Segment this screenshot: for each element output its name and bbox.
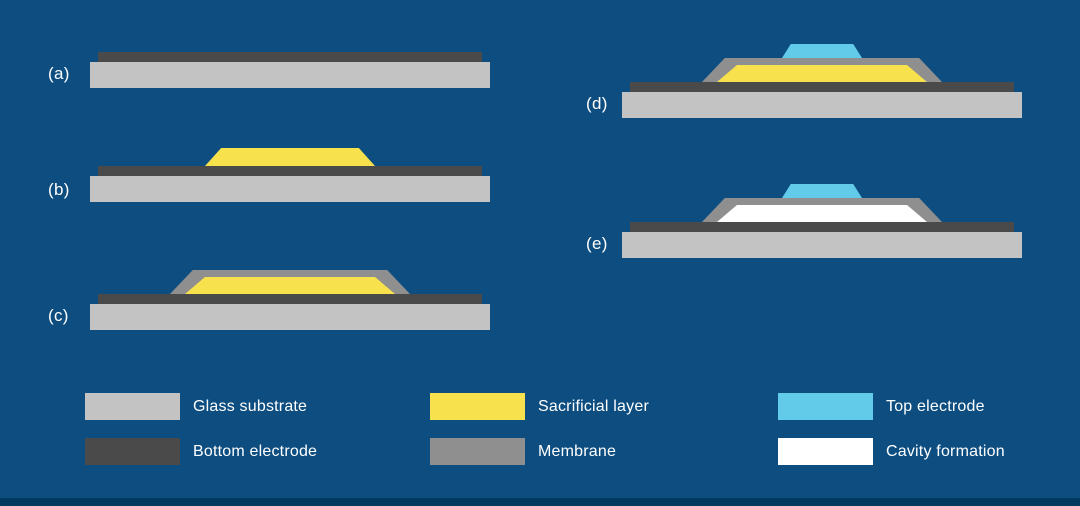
top-electrode-layer [782, 184, 862, 198]
step-e-diagram [622, 184, 1022, 258]
step-a-diagram [90, 52, 490, 88]
top-electrode-layer [782, 44, 862, 58]
legend-item-glass-substrate: Glass substrate [85, 393, 307, 420]
step-d-diagram [622, 44, 1022, 118]
sacrificial-layer [205, 148, 375, 166]
glass-substrate-layer [622, 92, 1022, 118]
legend-item-membrane: Membrane [430, 438, 616, 465]
legend-label-cavity-formation: Cavity formation [886, 442, 1005, 460]
legend-swatch-cavity-formation [778, 438, 873, 465]
glass-substrate-layer [622, 232, 1022, 258]
legend-label-bottom-electrode: Bottom electrode [193, 442, 318, 460]
glass-substrate-layer [90, 62, 490, 88]
legend-item-cavity-formation: Cavity formation [778, 438, 1005, 465]
legend-item-top-electrode: Top electrode [778, 393, 985, 420]
legend-label-membrane: Membrane [538, 442, 617, 460]
sacrificial-layer [717, 65, 927, 82]
bottom-border-strip [0, 498, 1080, 506]
legend-swatch-top-electrode [778, 393, 873, 420]
legend-swatch-glass-substrate [85, 393, 180, 420]
legend-label-sacrificial-layer: Sacrificial layer [538, 397, 649, 415]
legend-label-glass-substrate: Glass substrate [193, 397, 308, 415]
bottom-electrode-layer [630, 222, 1014, 232]
legend-swatch-sacrificial-layer [430, 393, 525, 420]
legend-swatch-membrane [430, 438, 525, 465]
glass-substrate-layer [90, 304, 490, 330]
legend-item-bottom-electrode: Bottom electrode [85, 438, 317, 465]
glass-substrate-layer [90, 176, 490, 202]
bottom-electrode-layer [98, 52, 482, 62]
step-b-diagram [90, 148, 490, 202]
step-label-d: (d) [586, 94, 608, 113]
cavity-layer [717, 205, 927, 222]
step-c-diagram [90, 270, 490, 330]
step-label-a: (a) [48, 64, 70, 83]
legend-swatch-bottom-electrode [85, 438, 180, 465]
bottom-electrode-layer [630, 82, 1014, 92]
bottom-electrode-layer [98, 294, 482, 304]
legend-label-top-electrode: Top electrode [886, 397, 985, 415]
step-label-c: (c) [48, 306, 69, 325]
sacrificial-layer [185, 277, 395, 294]
legend-item-sacrificial-layer: Sacrificial layer [430, 393, 649, 420]
bottom-electrode-layer [98, 166, 482, 176]
step-label-b: (b) [48, 180, 70, 199]
step-label-e: (e) [586, 234, 608, 253]
